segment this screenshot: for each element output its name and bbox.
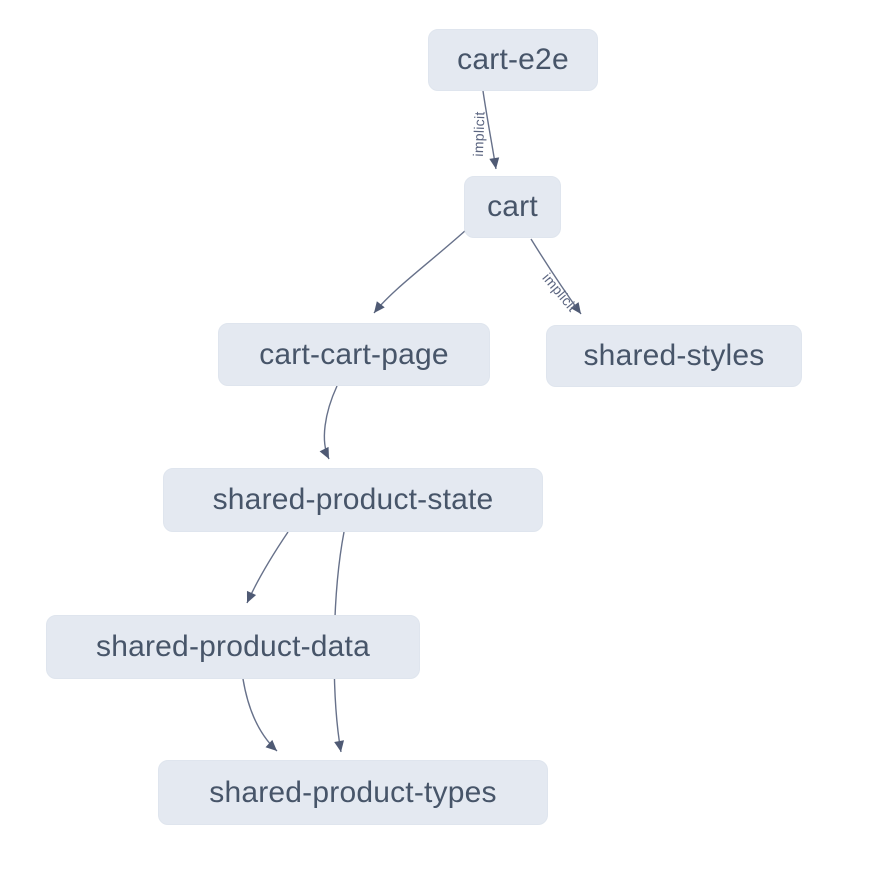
edge-shared-product-state-to-shared-product-data bbox=[246, 531, 289, 604]
graph-node-shared-product-types[interactable]: shared-product-types bbox=[158, 760, 548, 825]
edge-cart-e2e-to-cart bbox=[482, 90, 500, 170]
edge-shared-product-data-to-shared-product-types bbox=[242, 678, 278, 752]
graph-node-cart[interactable]: cart bbox=[464, 176, 561, 238]
graph-node-shared-styles[interactable]: shared-styles bbox=[546, 325, 802, 387]
graph-node-cart-e2e[interactable]: cart-e2e bbox=[428, 29, 598, 91]
edge-cart-cart-page-to-shared-product-state bbox=[319, 385, 338, 460]
graph-node-cart-cart-page[interactable]: cart-cart-page bbox=[218, 323, 490, 386]
graph-node-shared-product-data[interactable]: shared-product-data bbox=[46, 615, 420, 679]
graph-node-shared-product-state[interactable]: shared-product-state bbox=[163, 468, 543, 532]
edge-cart-to-shared-styles bbox=[530, 238, 582, 315]
edge-label-implicit-cart-e2e: implicit bbox=[470, 111, 488, 157]
edge-label-implicit-shared-styles: implicit bbox=[539, 270, 580, 315]
edge-cart-to-cart-cart-page bbox=[373, 229, 467, 314]
